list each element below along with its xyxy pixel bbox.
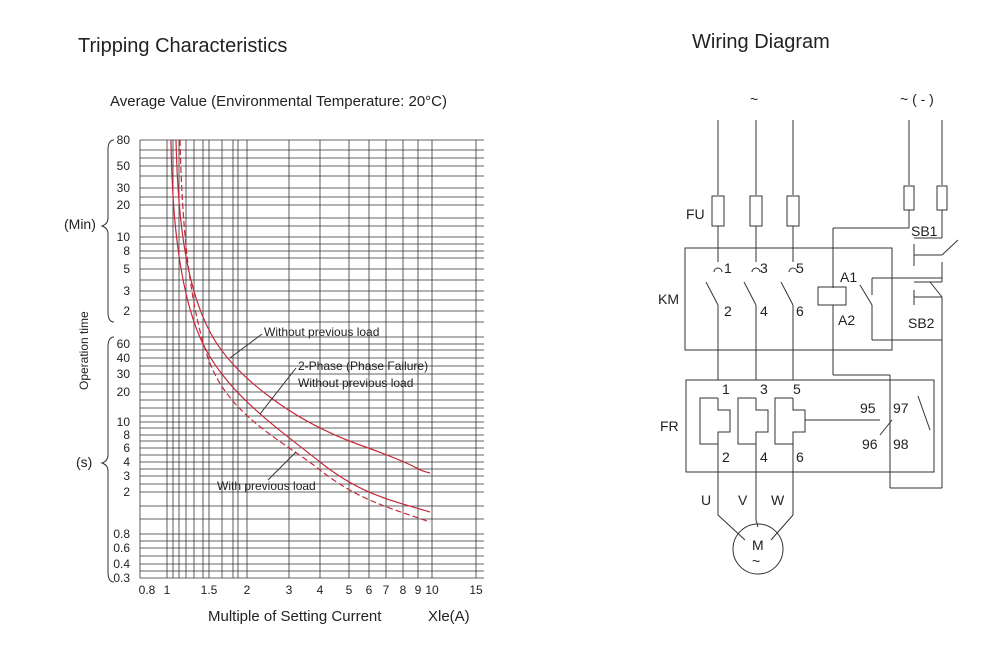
label-96: 96: [862, 436, 878, 452]
x-tick-7: 7: [383, 583, 390, 597]
chart-title: Tripping Characteristics: [78, 35, 287, 57]
ac-symbol: ~: [750, 91, 758, 107]
label-motor-m: M: [752, 537, 764, 553]
y-tick-min-5: 5: [123, 262, 130, 276]
label-97: 97: [893, 400, 909, 416]
label-sb1: SB1: [911, 223, 938, 239]
label-km-3: 3: [760, 260, 768, 276]
motor-symbol: [732, 523, 784, 575]
annotation-without-previous-load: Without previous load: [264, 325, 379, 339]
x-axis-label: Multiple of Setting Current: [208, 608, 382, 625]
x-tick-4: 4: [317, 583, 324, 597]
label-fr-5: 5: [793, 381, 801, 397]
y-tick-sec-0.3: 0.3: [113, 571, 130, 585]
x-tick-6: 6: [366, 583, 373, 597]
label-fr-2: 2: [722, 449, 730, 465]
fuses-fu: [711, 185, 948, 262]
annotation-with-previous-load: With previous load: [217, 479, 316, 493]
label-fr: FR: [660, 418, 679, 434]
x-axis-unit: Xle(A): [428, 608, 470, 625]
label-km-5: 5: [796, 260, 804, 276]
ac-dc-symbol: ~ ( - ): [900, 91, 934, 107]
label-km: KM: [658, 291, 679, 307]
label-95: 95: [860, 400, 876, 416]
label-km-6: 6: [796, 303, 804, 319]
label-u: U: [701, 492, 711, 508]
x-tick-10: 10: [425, 583, 439, 597]
label-fu: FU: [686, 206, 705, 222]
y-tick-min-80: 80: [117, 133, 131, 147]
chart-tick-labels: 805030201085326040302010864320.80.60.40.…: [113, 133, 483, 597]
label-motor-tilde: ~: [752, 553, 760, 569]
motor: [717, 514, 794, 575]
y-tick-sec-20: 20: [117, 385, 131, 399]
y-tick-min-2: 2: [123, 304, 130, 318]
label-a2: A2: [838, 312, 855, 328]
x-tick-9: 9: [415, 583, 422, 597]
x-tick-15: 15: [469, 583, 483, 597]
wiring-diagram: Wiring Diagram ~ ~ ( - ) FU: [658, 31, 959, 575]
y-tick-min-8: 8: [123, 244, 130, 258]
label-sb2: SB2: [908, 315, 935, 331]
y-axis-label: Operation time: [77, 311, 91, 390]
label-fr-3: 3: [760, 381, 768, 397]
x-tick-5: 5: [346, 583, 353, 597]
y-tick-min-3: 3: [123, 284, 130, 298]
label-a1: A1: [840, 269, 857, 285]
x-tick-0.8: 0.8: [139, 583, 156, 597]
y-tick-sec-10: 10: [117, 415, 131, 429]
y-tick-sec-2: 2: [123, 485, 130, 499]
annotation-2phase-line2: Without previous load: [298, 376, 413, 390]
label-v: V: [738, 492, 748, 508]
label-w: W: [771, 492, 785, 508]
sec-brace: [100, 336, 115, 583]
y-tick-sec-0.6: 0.6: [113, 541, 130, 555]
x-tick-1: 1: [164, 583, 171, 597]
leader-with: [267, 451, 297, 481]
y-tick-min-20: 20: [117, 198, 131, 212]
label-98: 98: [893, 436, 909, 452]
x-tick-2: 2: [244, 583, 251, 597]
y-tick-sec-0.4: 0.4: [113, 557, 130, 571]
y-tick-min-10: 10: [117, 230, 131, 244]
label-km-1: 1: [724, 260, 732, 276]
annotation-2phase-line1: 2-Phase (Phase Failure): [298, 359, 428, 373]
y-tick-sec-6: 6: [123, 441, 130, 455]
label-fr-4: 4: [760, 449, 768, 465]
label-km-2: 2: [724, 303, 732, 319]
curve-without-previous-load: [175, 139, 431, 474]
supply-lines: [717, 120, 943, 195]
y-tick-sec-4: 4: [123, 455, 130, 469]
min-brace: [100, 139, 115, 323]
y-tick-sec-40: 40: [117, 351, 131, 365]
control-circuit: [832, 210, 959, 489]
y-tick-sec-30: 30: [117, 367, 131, 381]
label-fr-6: 6: [796, 449, 804, 465]
chart-subtitle: Average Value (Environmental Temperature…: [110, 93, 447, 110]
contactor-km: [684, 247, 893, 380]
curve-2phase-without-previous-load: [170, 139, 431, 513]
x-tick-1.5: 1.5: [201, 583, 218, 597]
label-km-4: 4: [760, 303, 768, 319]
y-tick-sec-8: 8: [123, 428, 130, 442]
tripping-chart: Tripping Characteristics Average Value (…: [64, 35, 484, 625]
x-tick-8: 8: [400, 583, 407, 597]
y-tick-min-30: 30: [117, 181, 131, 195]
leader-without: [229, 333, 263, 359]
thermal-relay-fr: [685, 379, 935, 520]
x-tick-3: 3: [286, 583, 293, 597]
label-fr-1: 1: [722, 381, 730, 397]
y-tick-sec-0.8: 0.8: [113, 527, 130, 541]
y-tick-min-50: 50: [117, 159, 131, 173]
curve-with-previous-load: [179, 139, 431, 523]
y-tick-sec-60: 60: [117, 337, 131, 351]
leader-2phase: [259, 367, 297, 415]
diagram-title: Wiring Diagram: [692, 31, 830, 53]
chart-grid: [139, 139, 484, 579]
min-unit-label: (Min): [64, 216, 96, 232]
y-tick-sec-3: 3: [123, 469, 130, 483]
sec-unit-label: (s): [76, 454, 92, 470]
